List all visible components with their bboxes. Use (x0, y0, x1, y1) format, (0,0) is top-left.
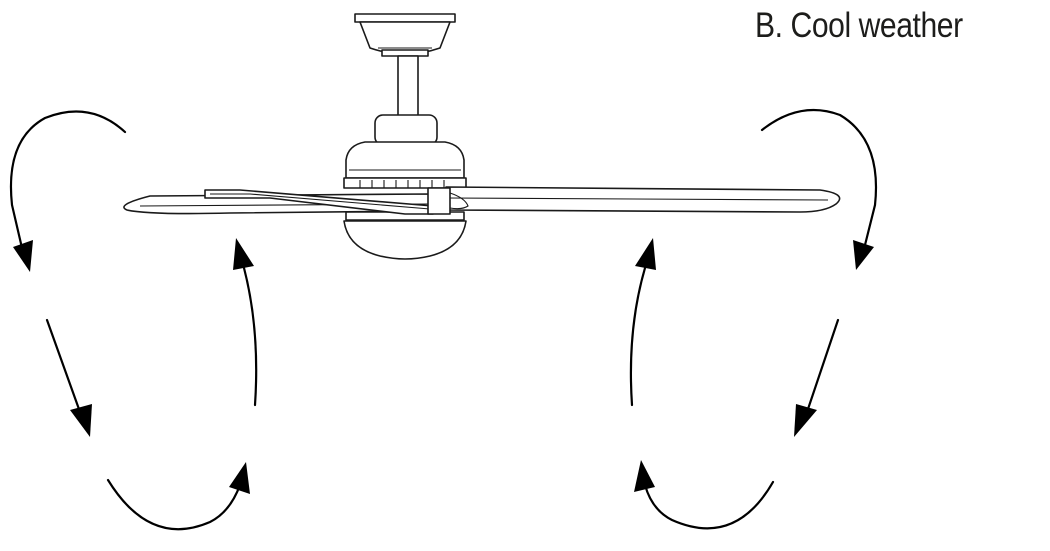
arrowhead-icon (794, 404, 817, 437)
curved-arrow-icon (643, 480, 775, 530)
arrowhead-icon (634, 460, 655, 492)
curved-arrow-icon (242, 266, 258, 407)
mode-caption: B. Cool weather (755, 6, 963, 45)
arrowhead-icon (853, 240, 874, 270)
curved-arrow-icon (45, 318, 82, 414)
curved-arrow-icon (805, 318, 840, 414)
curved-arrow-icon (106, 478, 242, 531)
curved-arrow-icon (629, 266, 647, 407)
arrowhead-icon (13, 240, 33, 272)
arrowhead-icon (229, 462, 250, 494)
arrowhead-icon (635, 238, 656, 270)
right-airflow (629, 108, 878, 530)
curved-arrow-icon (9, 110, 127, 250)
left-airflow (9, 110, 258, 531)
arrowhead-icon (70, 404, 92, 437)
curved-arrow-icon (760, 108, 878, 247)
arrowhead-icon (233, 238, 254, 270)
ceiling-fan-icon (123, 13, 841, 260)
